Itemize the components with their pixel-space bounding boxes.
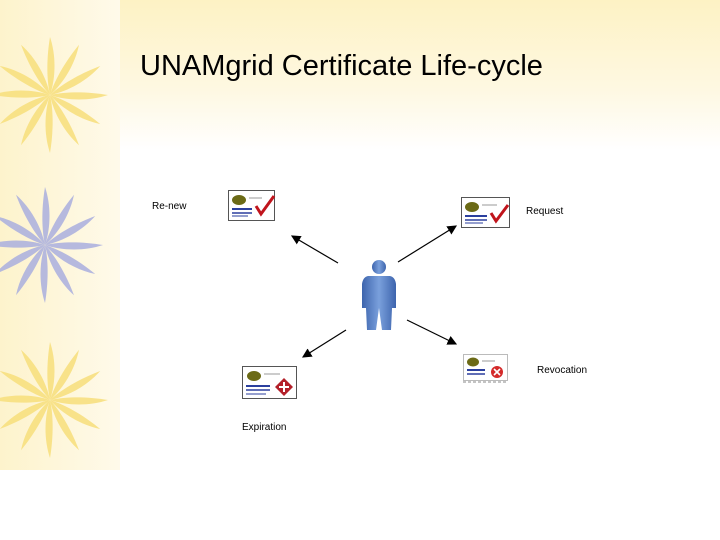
certificate-check-icon: [461, 197, 510, 228]
arrow-to-expiration: [301, 329, 347, 358]
slide-header-band: [0, 0, 720, 150]
node-label-expiration: Expiration: [242, 422, 287, 433]
certificate-expired-icon: [242, 366, 297, 399]
certificate-check-icon: [228, 190, 276, 221]
node-label-renew: Re-new: [152, 201, 187, 212]
arrow-to-request: [397, 225, 458, 263]
slide-title: UNAMgrid Certificate Life-cycle: [140, 50, 543, 82]
user-icon: [362, 260, 396, 330]
arrow-to-revocation: [406, 319, 458, 345]
node-label-request: Request: [526, 206, 564, 217]
arrow-to-renew: [290, 235, 339, 264]
certificate-revoked-icon: [463, 354, 508, 383]
node-label-revocation: Revocation: [537, 365, 588, 376]
